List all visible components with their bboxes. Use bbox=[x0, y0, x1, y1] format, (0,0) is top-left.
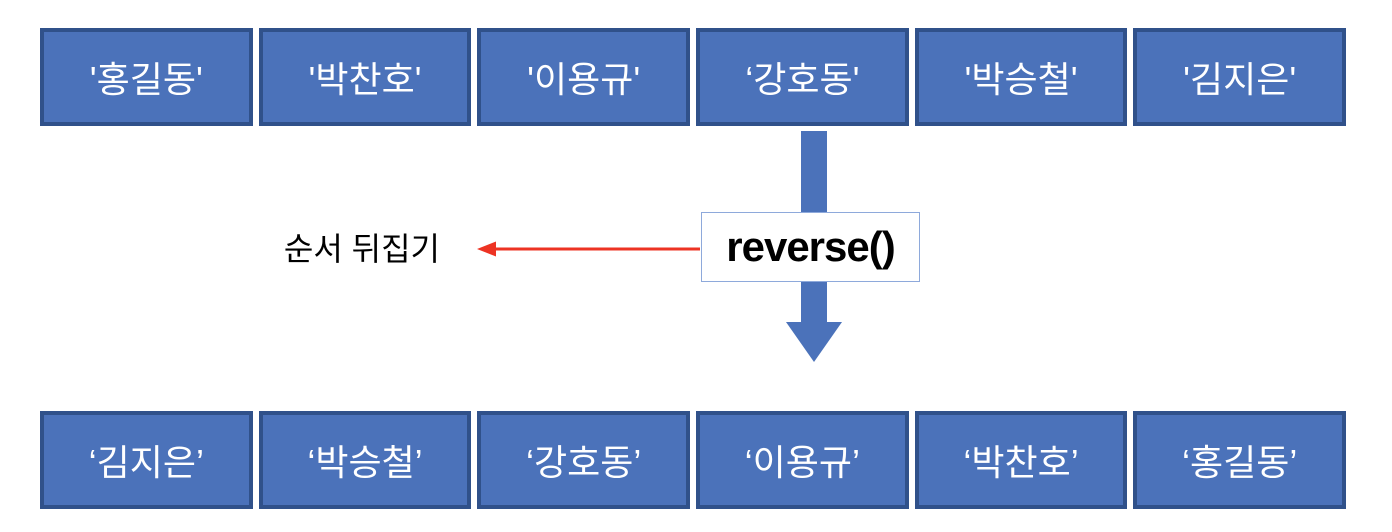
list-item: ‘김지은’ bbox=[40, 411, 253, 509]
list-top-row: '홍길동' '박찬호' '이용규' ‘강호동' '박승철' '김지은' bbox=[40, 28, 1347, 126]
list-item: ‘이용규’ bbox=[696, 411, 909, 509]
left-arrow-head bbox=[477, 241, 496, 257]
list-item: '김지은' bbox=[1133, 28, 1347, 126]
method-label: reverse() bbox=[726, 223, 895, 270]
left-arrow-icon bbox=[477, 241, 700, 257]
list-item: '박승철' bbox=[914, 28, 1128, 126]
reverse-method-box: reverse() bbox=[701, 212, 920, 282]
list-item: ‘박찬호’ bbox=[914, 411, 1128, 509]
annotation-label: 순서 뒤집기 bbox=[283, 231, 440, 267]
list-item: ‘강호동’ bbox=[477, 411, 691, 509]
list-item: '홍길동' bbox=[40, 28, 253, 126]
list-item: ‘강호동' bbox=[696, 28, 909, 126]
list-bottom-row: ‘김지은’ ‘박승철’ ‘강호동’ ‘이용규’ ‘박찬호’ ‘홍길동’ bbox=[40, 411, 1347, 509]
list-item: '박찬호' bbox=[258, 28, 472, 126]
list-item: '이용규' bbox=[477, 28, 691, 126]
list-item: ‘박승철’ bbox=[258, 411, 472, 509]
list-item: ‘홍길동’ bbox=[1133, 411, 1347, 509]
down-arrow-head bbox=[786, 322, 842, 362]
